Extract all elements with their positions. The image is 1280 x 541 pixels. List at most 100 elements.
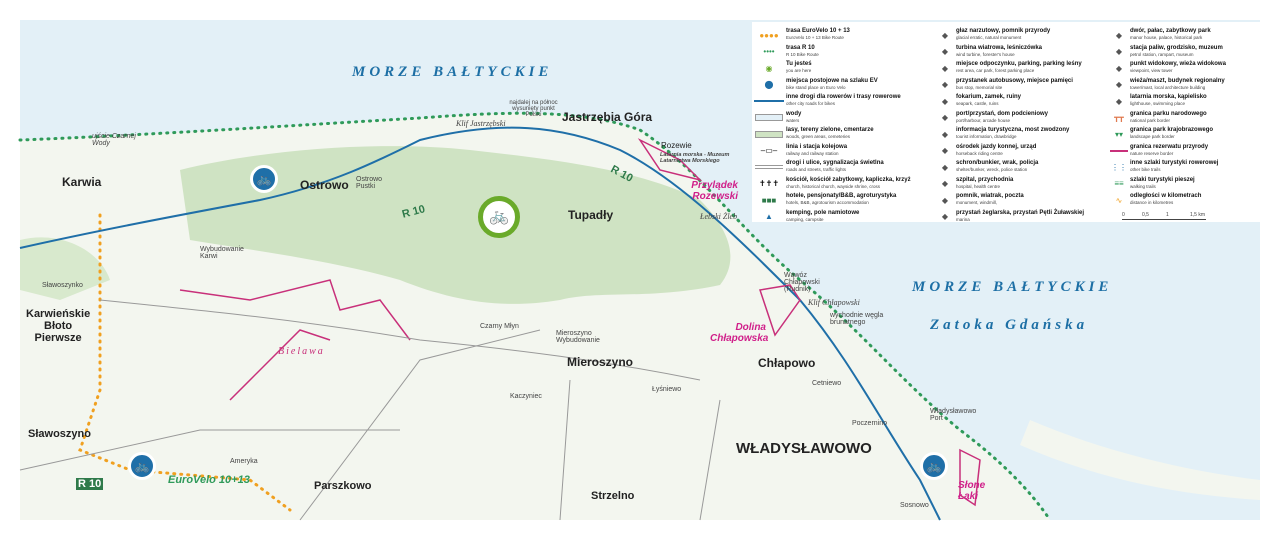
place-label: Klif Chłapowski bbox=[808, 298, 860, 307]
legend-label: inne szlaki turystyki rowerowej bbox=[1130, 160, 1219, 166]
wind-turbine-icon: ◆ bbox=[941, 47, 949, 56]
place-label: Sławoszynko bbox=[42, 282, 83, 289]
legend-label: lasy, tereny zielone, cmentarze bbox=[786, 127, 874, 133]
legend-label-en: rest area, car park, forest parking plac… bbox=[956, 68, 1035, 73]
scale-bar: 0 0,5 1 1,5 km bbox=[1122, 212, 1212, 221]
church-icon: ✝✝✝ bbox=[758, 179, 780, 188]
legend-label-en: walking trails bbox=[1130, 183, 1156, 189]
legend-label: fokarium, zamek, ruiny bbox=[956, 94, 1022, 100]
bike-stand-icon[interactable]: 🚲 bbox=[920, 452, 948, 480]
bike-stand-icon[interactable]: 🚲 bbox=[128, 452, 156, 480]
legend-item: ◆miejsce odpoczynku, parking, parking le… bbox=[934, 61, 1106, 78]
water-icon bbox=[752, 113, 786, 123]
town-label: Rozewie bbox=[661, 141, 692, 150]
legend-label: głaz narzutowy, pomnik przyrody bbox=[956, 28, 1051, 34]
reserve-label: Przylądek Rozewski bbox=[691, 180, 738, 202]
town-label: Tupadły bbox=[568, 208, 614, 222]
legend-label-en: national park border bbox=[1130, 117, 1171, 123]
forest-icon bbox=[752, 129, 786, 139]
reserve-border-icon bbox=[1108, 146, 1130, 156]
place-label: Czarny Młyn bbox=[480, 323, 519, 330]
legend-label: odległości w kilometrach bbox=[1130, 193, 1202, 199]
forest-area bbox=[20, 237, 110, 300]
bus-stop-icon: ◆ bbox=[941, 80, 949, 89]
legend-label-en: tourist information, drawbridge bbox=[956, 134, 1017, 139]
town-label: Mieroszyno bbox=[567, 355, 634, 369]
walking-trail-icon: ≡≡ bbox=[1114, 179, 1124, 188]
place-label: Łebski Żleb bbox=[700, 212, 738, 221]
place-label: Ostrowo Pustki bbox=[356, 176, 383, 190]
scale-tick: 0,5 bbox=[1142, 212, 1149, 218]
railway-icon: –▭– bbox=[760, 146, 778, 155]
legend-label: przystań żeglarska, przystań Pętli Żuław… bbox=[956, 209, 1085, 216]
legend-label-en: railway and railway station bbox=[786, 150, 839, 156]
town-label: Parszkowo bbox=[314, 480, 372, 492]
reserve-label: Słone Łąki bbox=[958, 480, 986, 502]
legend-label-en: hotels, B&B, agrotourism accommodation bbox=[786, 200, 869, 205]
legend-label-en: manor house, palace, historical park bbox=[1130, 35, 1203, 40]
distance-icon: ∿ bbox=[1115, 195, 1123, 205]
town-label: Sławoszyno bbox=[28, 428, 91, 440]
legend-label: granica rezerwatu przyrody bbox=[1130, 143, 1209, 150]
legend-label-en: nature reserve border bbox=[1130, 150, 1174, 156]
eurovelo-route bbox=[78, 213, 292, 512]
legend-label-en: horseback riding centre bbox=[956, 150, 1003, 156]
legend-label: granica park krajobrazowego bbox=[1130, 127, 1214, 133]
place-label: Władysławowo Port bbox=[930, 408, 977, 422]
horse-icon: ◆ bbox=[941, 146, 949, 155]
place-label: ujście Czarnej Wody bbox=[92, 133, 136, 147]
reserve-label: Dolina Chłapowska bbox=[710, 322, 769, 344]
place-label: Kaczyniec bbox=[510, 393, 542, 400]
legend-label: linia i stacja kolejowa bbox=[786, 143, 848, 150]
legend-label-en: tower/mast, local architecture building bbox=[1130, 84, 1206, 90]
legend-label-en: wind turbine, forester's house bbox=[956, 51, 1015, 57]
place-label: Wąwóz Chłapowski (Rudnik) bbox=[784, 272, 820, 293]
legend-label-en: port/harbour, arcade house bbox=[956, 117, 1011, 123]
legend-label-en: other city roads for bikes bbox=[786, 101, 836, 106]
scale-tick: 1,5 km bbox=[1190, 212, 1206, 218]
sea-label-baltic: MORZE BAŁTYCKIE bbox=[912, 279, 1113, 295]
legend-label: port/przystań, dom podcieniowy bbox=[956, 110, 1049, 117]
route-label-eurovelo: EuroVelo 10+13 bbox=[168, 474, 250, 486]
you-are-here-icon[interactable]: 🚲 bbox=[478, 196, 520, 238]
legend-label: kemping, pole namiotowe bbox=[786, 209, 860, 216]
town-label: Jastrzębia Góra bbox=[562, 110, 653, 124]
place-label: Wybudowanie Karwi bbox=[200, 246, 244, 260]
marina-icon: ◆ bbox=[941, 212, 949, 221]
scale-tick: 1 bbox=[1166, 212, 1169, 218]
lighthouse-icon: ◆ bbox=[1115, 96, 1123, 106]
place-label: Latarnia morska - Muzeum Latarnictwa Mor… bbox=[660, 152, 730, 164]
hotel-icon: ■■■ bbox=[761, 195, 777, 205]
legend-label: informacja turystyczna, most zwodzony bbox=[956, 127, 1070, 133]
legend-label-en: roads and streets, traffic lights bbox=[786, 167, 846, 172]
scale-tick: 0 bbox=[1122, 212, 1125, 218]
legend-label-en: R 10 Bike Route bbox=[786, 51, 819, 57]
legend-label-en: marina bbox=[956, 216, 970, 222]
r10-route-icon: •••• bbox=[763, 47, 775, 56]
coast-hel bbox=[1020, 420, 1260, 500]
bike-stand-icon[interactable]: 🚲 bbox=[250, 165, 278, 193]
